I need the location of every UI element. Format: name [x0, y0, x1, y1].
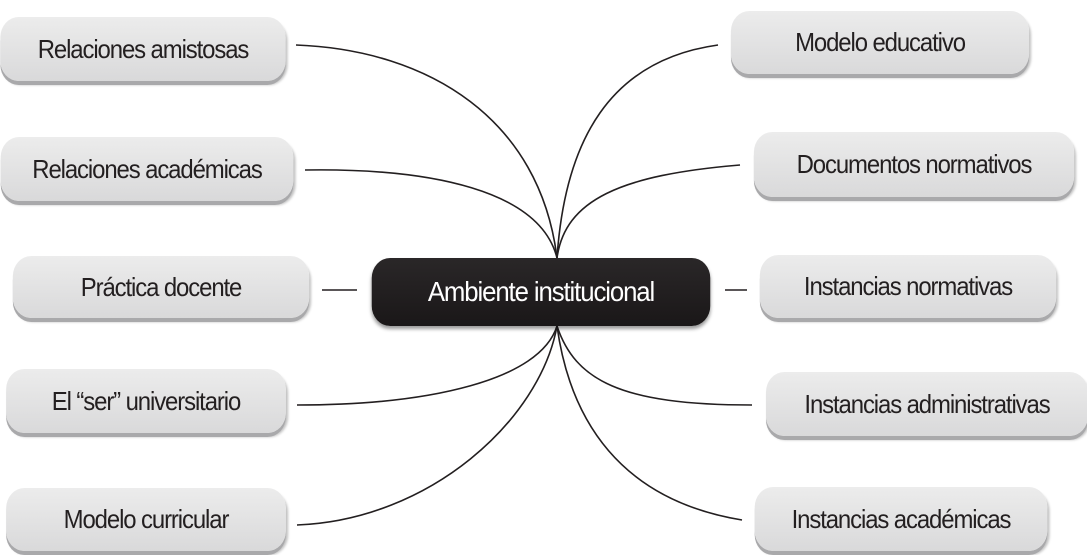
- center-label: Ambiente institucional: [427, 276, 655, 307]
- link-relaciones-academicas: [304, 169, 558, 259]
- node-label: Práctica docente: [80, 271, 243, 302]
- node-label: Relaciones amistosas: [37, 33, 250, 64]
- node-label: Modelo educativo: [795, 27, 966, 57]
- node-label: Modelo curricular: [63, 504, 230, 534]
- link-instancias-academicas: [556, 325, 743, 521]
- node-label: Instancias académicas: [791, 503, 1012, 534]
- link-relaciones-amistosas: [295, 44, 558, 259]
- node-documentos-normativos: Documentos normativos: [753, 132, 1075, 197]
- node-modelo-curricular: Modelo curricular: [6, 488, 286, 551]
- node-label: Documentos normativos: [796, 149, 1033, 179]
- link-ser-universitario: [296, 325, 558, 406]
- node-ambiente-institucional: Ambiente institucional: [371, 258, 711, 326]
- node-label: Relaciones académicas: [32, 153, 263, 184]
- node-label: El “ser” universitario: [51, 385, 242, 416]
- link-documentos-normativos: [556, 164, 741, 259]
- link-modelo-curricular: [296, 325, 558, 526]
- node-ser-universitario: El “ser” universitario: [6, 369, 286, 433]
- link-modelo-educativo: [556, 44, 719, 259]
- node-relaciones-amistosas: Relaciones amistosas: [0, 17, 286, 81]
- node-practica-docente: Práctica docente: [12, 256, 310, 318]
- node-instancias-administrativas: Instancias administrativas: [766, 372, 1087, 436]
- node-instancias-academicas: Instancias académicas: [754, 487, 1048, 551]
- link-instancias-administrativas: [556, 325, 753, 406]
- node-modelo-educativo: Modelo educativo: [730, 11, 1030, 74]
- node-label: Instancias administrativas: [804, 388, 1050, 419]
- node-relaciones-academicas: Relaciones académicas: [0, 137, 294, 201]
- node-instancias-normativas: Instancias normativas: [759, 255, 1057, 318]
- node-label: Instancias normativas: [803, 271, 1013, 301]
